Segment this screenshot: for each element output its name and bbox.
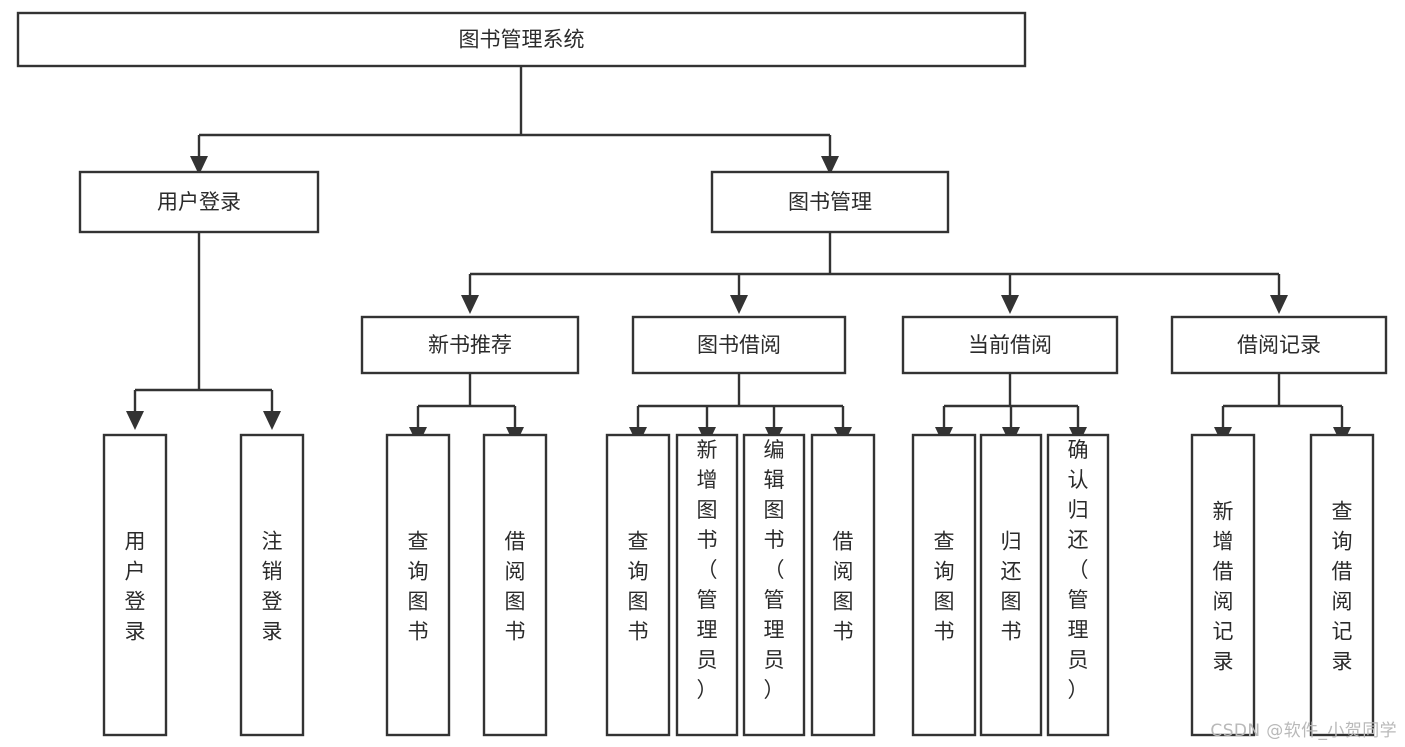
arrow-head-icon <box>730 295 748 314</box>
node-leaf-user-logout[interactable]: 注销登录 <box>239 433 305 737</box>
node-user-login-label: 用户登录 <box>157 190 241 214</box>
node-leaf-add-borrow-record-label: 新增借阅记录 <box>1213 499 1234 673</box>
node-book-borrow-label: 图书借阅 <box>697 333 781 357</box>
node-leaf-borrow-book-new-box[interactable] <box>482 433 548 737</box>
node-book-manage-label: 图书管理 <box>788 190 872 214</box>
arrow-head-icon <box>821 156 839 175</box>
node-leaf-confirm-return-admin-label: 确认归还（管理员） <box>1068 438 1089 702</box>
node-leaf-user-login[interactable]: 用户登录 <box>102 433 168 737</box>
node-book-borrow-box[interactable] <box>631 315 847 375</box>
node-new-book-recommend-label: 新书推荐 <box>428 333 512 357</box>
node-leaf-return-book[interactable]: 归还图书 <box>979 433 1043 737</box>
node-leaf-return-book-label: 归还图书 <box>1001 529 1022 643</box>
node-leaf-user-login-label: 用户登录 <box>125 529 146 643</box>
node-borrow-record-box[interactable] <box>1170 315 1388 375</box>
arrow-head-icon <box>461 295 479 314</box>
node-new-book-recommend[interactable]: 新书推荐 <box>360 315 580 375</box>
node-layer: 图书管理系统用户登录图书管理新书推荐图书借阅当前借阅借阅记录用户登录注销登录查询… <box>16 11 1388 737</box>
node-leaf-user-logout-label: 注销登录 <box>262 529 283 643</box>
node-leaf-add-borrow-record[interactable]: 新增借阅记录 <box>1190 433 1256 737</box>
node-leaf-query-borrow-record-label: 查询借阅记录 <box>1332 499 1353 673</box>
connector-book-borrow-to-leaves <box>629 373 852 446</box>
node-leaf-query-book-new-label: 查询图书 <box>408 529 429 643</box>
node-leaf-query-book-current-box[interactable] <box>911 433 977 737</box>
node-borrow-record[interactable]: 借阅记录 <box>1170 315 1388 375</box>
node-leaf-query-book-current-label: 查询图书 <box>934 529 955 643</box>
node-leaf-user-login-box[interactable] <box>102 433 168 737</box>
node-leaf-query-book-new-box[interactable] <box>385 433 451 737</box>
node-leaf-query-book-borrow-box[interactable] <box>605 433 671 737</box>
node-book-manage[interactable]: 图书管理 <box>710 170 950 234</box>
arrow-head-icon <box>126 411 144 430</box>
node-user-login-box[interactable] <box>78 170 320 234</box>
node-root-label: 图书管理系统 <box>459 28 585 52</box>
node-leaf-add-borrow-record-box[interactable] <box>1190 433 1256 737</box>
arrow-head-icon <box>1270 295 1288 314</box>
node-leaf-add-book-admin[interactable]: 新增图书（管理员） <box>675 433 739 737</box>
connector-user-login-to-leaves <box>126 232 281 430</box>
node-leaf-borrow-book-new[interactable]: 借阅图书 <box>482 433 548 737</box>
node-leaf-query-book-current[interactable]: 查询图书 <box>911 433 977 737</box>
node-leaf-confirm-return-admin-box[interactable] <box>1046 433 1110 737</box>
node-current-borrow-box[interactable] <box>901 315 1119 375</box>
node-leaf-query-borrow-record[interactable]: 查询借阅记录 <box>1309 433 1375 737</box>
node-current-borrow-label: 当前借阅 <box>968 333 1052 357</box>
arrow-head-icon <box>1001 295 1019 314</box>
node-leaf-borrow-book-new-label: 借阅图书 <box>505 529 526 643</box>
node-leaf-add-book-admin-label: 新增图书（管理员） <box>697 438 718 702</box>
node-leaf-query-borrow-record-box[interactable] <box>1309 433 1375 737</box>
node-leaf-user-logout-box[interactable] <box>239 433 305 737</box>
node-leaf-confirm-return-admin[interactable]: 确认归还（管理员） <box>1046 433 1110 737</box>
connector-layer <box>126 66 1351 446</box>
node-new-book-recommend-box[interactable] <box>360 315 580 375</box>
arrow-head-icon <box>263 411 281 430</box>
node-root-box[interactable] <box>16 11 1027 68</box>
node-current-borrow[interactable]: 当前借阅 <box>901 315 1119 375</box>
node-book-borrow[interactable]: 图书借阅 <box>631 315 847 375</box>
node-leaf-query-book-borrow-label: 查询图书 <box>628 529 649 643</box>
arrow-head-icon <box>190 156 208 175</box>
node-leaf-edit-book-admin[interactable]: 编辑图书（管理员） <box>742 433 806 737</box>
connector-book-manage-to-level3 <box>461 232 1288 314</box>
node-leaf-query-book-new[interactable]: 查询图书 <box>385 433 451 737</box>
node-leaf-edit-book-admin-box[interactable] <box>742 433 806 737</box>
node-book-manage-box[interactable] <box>710 170 950 234</box>
connector-root-to-level2 <box>190 66 839 175</box>
node-root[interactable]: 图书管理系统 <box>16 11 1027 68</box>
node-leaf-borrow-book[interactable]: 借阅图书 <box>810 433 876 737</box>
node-user-login[interactable]: 用户登录 <box>78 170 320 234</box>
node-leaf-edit-book-admin-label: 编辑图书（管理员） <box>764 438 785 702</box>
node-leaf-add-book-admin-box[interactable] <box>675 433 739 737</box>
node-leaf-return-book-box[interactable] <box>979 433 1043 737</box>
node-borrow-record-label: 借阅记录 <box>1237 333 1321 357</box>
node-leaf-borrow-book-label: 借阅图书 <box>833 529 854 643</box>
node-leaf-borrow-book-box[interactable] <box>810 433 876 737</box>
node-leaf-query-book-borrow[interactable]: 查询图书 <box>605 433 671 737</box>
